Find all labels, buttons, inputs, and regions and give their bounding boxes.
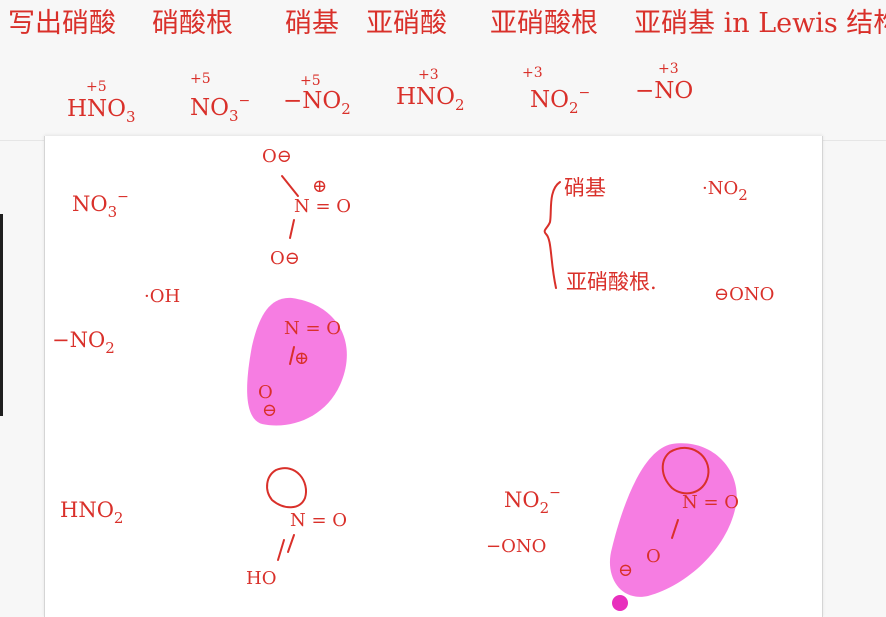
atom-o: O	[646, 546, 661, 567]
brace-stroke	[543, 181, 561, 289]
formal-charge-plus: ⊕	[312, 176, 328, 197]
highlight-dot	[612, 595, 628, 611]
lone-pair-loop-nitroso	[661, 446, 710, 495]
oxidation-state: +3	[522, 65, 543, 81]
bond-stroke	[289, 346, 295, 365]
oxidation-state: +5	[86, 79, 107, 95]
atom-o-minus: O⊖	[262, 146, 292, 167]
bond-n-o: N = O	[682, 492, 740, 513]
title-nitrous-acid: 亚硝酸	[366, 8, 447, 39]
formula-text: NO2−	[530, 85, 591, 117]
label-brace-nitro: 硝基	[564, 176, 606, 200]
oxidation-state: +5	[300, 73, 321, 89]
bond-stroke	[277, 539, 285, 561]
formula-text: −NO2	[283, 88, 351, 118]
bond-n-o: N = O	[294, 196, 352, 217]
formula-text: NO3−	[190, 93, 251, 125]
label-nitrous-acid: HNO2	[60, 498, 124, 527]
hydroxyl-label: HO	[246, 568, 277, 589]
bond-stroke	[671, 519, 679, 539]
formal-charge-plus: ⊕	[294, 348, 310, 369]
label-nitrite-ono: ⊖ONO	[714, 284, 775, 305]
title-write-nitric-acid: 写出硝酸	[8, 8, 116, 39]
title-nitro: 硝基	[285, 8, 339, 39]
formal-charge-minus: ⊖	[618, 560, 634, 581]
bond-stroke	[281, 175, 299, 197]
oxidation-state: +3	[658, 61, 679, 77]
oxidation-state: +5	[190, 71, 211, 87]
title-nitroso-lewis: 亚硝基 in Lewis 结构式	[634, 8, 886, 39]
highlight-blob-nitro	[247, 297, 347, 426]
formal-charge-minus: ⊖	[262, 400, 278, 421]
oxidation-state: +3	[418, 67, 439, 83]
atom-o: O	[258, 382, 273, 403]
bond-stroke	[289, 219, 295, 239]
bond-n-o: N = O	[284, 318, 342, 339]
lone-pair-loop-hno2	[266, 467, 308, 509]
label-nitrate: NO3−	[72, 189, 129, 221]
title-nitrite: 亚硝酸根	[490, 8, 598, 39]
title-nitrate: 硝酸根	[152, 8, 233, 39]
label-no2-minus: NO2−	[504, 485, 561, 517]
formula-text: −NO	[635, 78, 694, 104]
label-no2-radical: ·NO2	[702, 178, 748, 204]
label-ono-group: −ONO	[486, 536, 547, 557]
formula-text: HNO3	[67, 96, 136, 126]
atom-o-minus: O⊖	[270, 248, 300, 269]
formula-text: HNO2	[396, 84, 465, 114]
label-brace-nitrite: 亚硝酸根.	[566, 270, 657, 294]
bond-n-o: N = O	[290, 510, 348, 531]
label-hydroxyl-radical: ·OH	[144, 286, 181, 307]
bond-stroke	[287, 534, 295, 553]
label-nitro-group: −NO2	[52, 328, 115, 357]
scroll-handle[interactable]	[0, 214, 3, 416]
